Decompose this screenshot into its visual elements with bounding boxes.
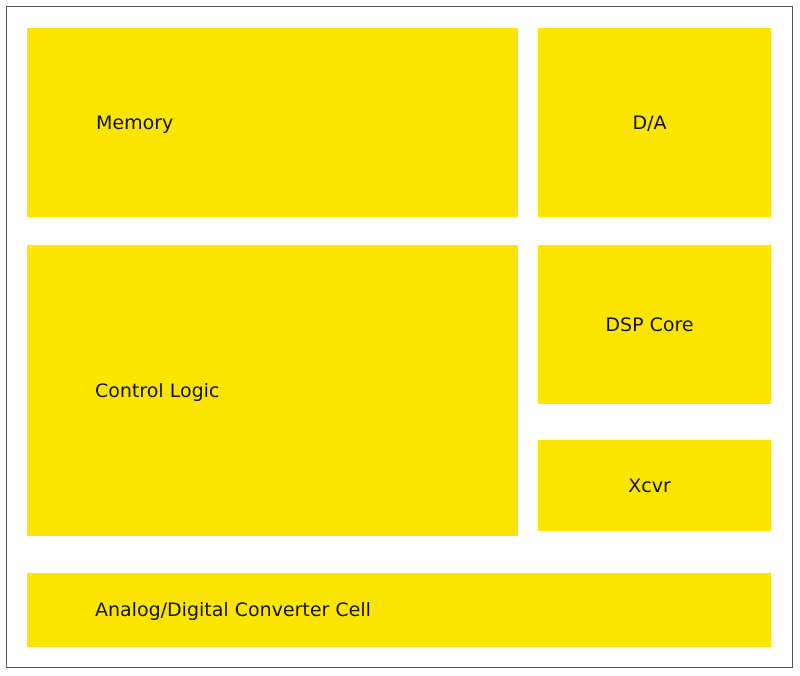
control-logic-label: Control Logic (95, 379, 220, 402)
xcvr-label: Xcvr (628, 474, 671, 497)
dsp-core-label: DSP Core (605, 313, 694, 336)
adc-cell-block: Analog/Digital Converter Cell (27, 573, 771, 647)
control-logic-block: Control Logic (27, 245, 518, 536)
dsp-core-block: DSP Core (538, 245, 771, 404)
da-block: D/A (538, 28, 771, 217)
memory-block: Memory (27, 28, 518, 217)
xcvr-block: Xcvr (538, 440, 771, 531)
memory-label: Memory (96, 111, 174, 134)
adc-cell-label: Analog/Digital Converter Cell (95, 599, 371, 621)
da-label: D/A (632, 111, 667, 134)
